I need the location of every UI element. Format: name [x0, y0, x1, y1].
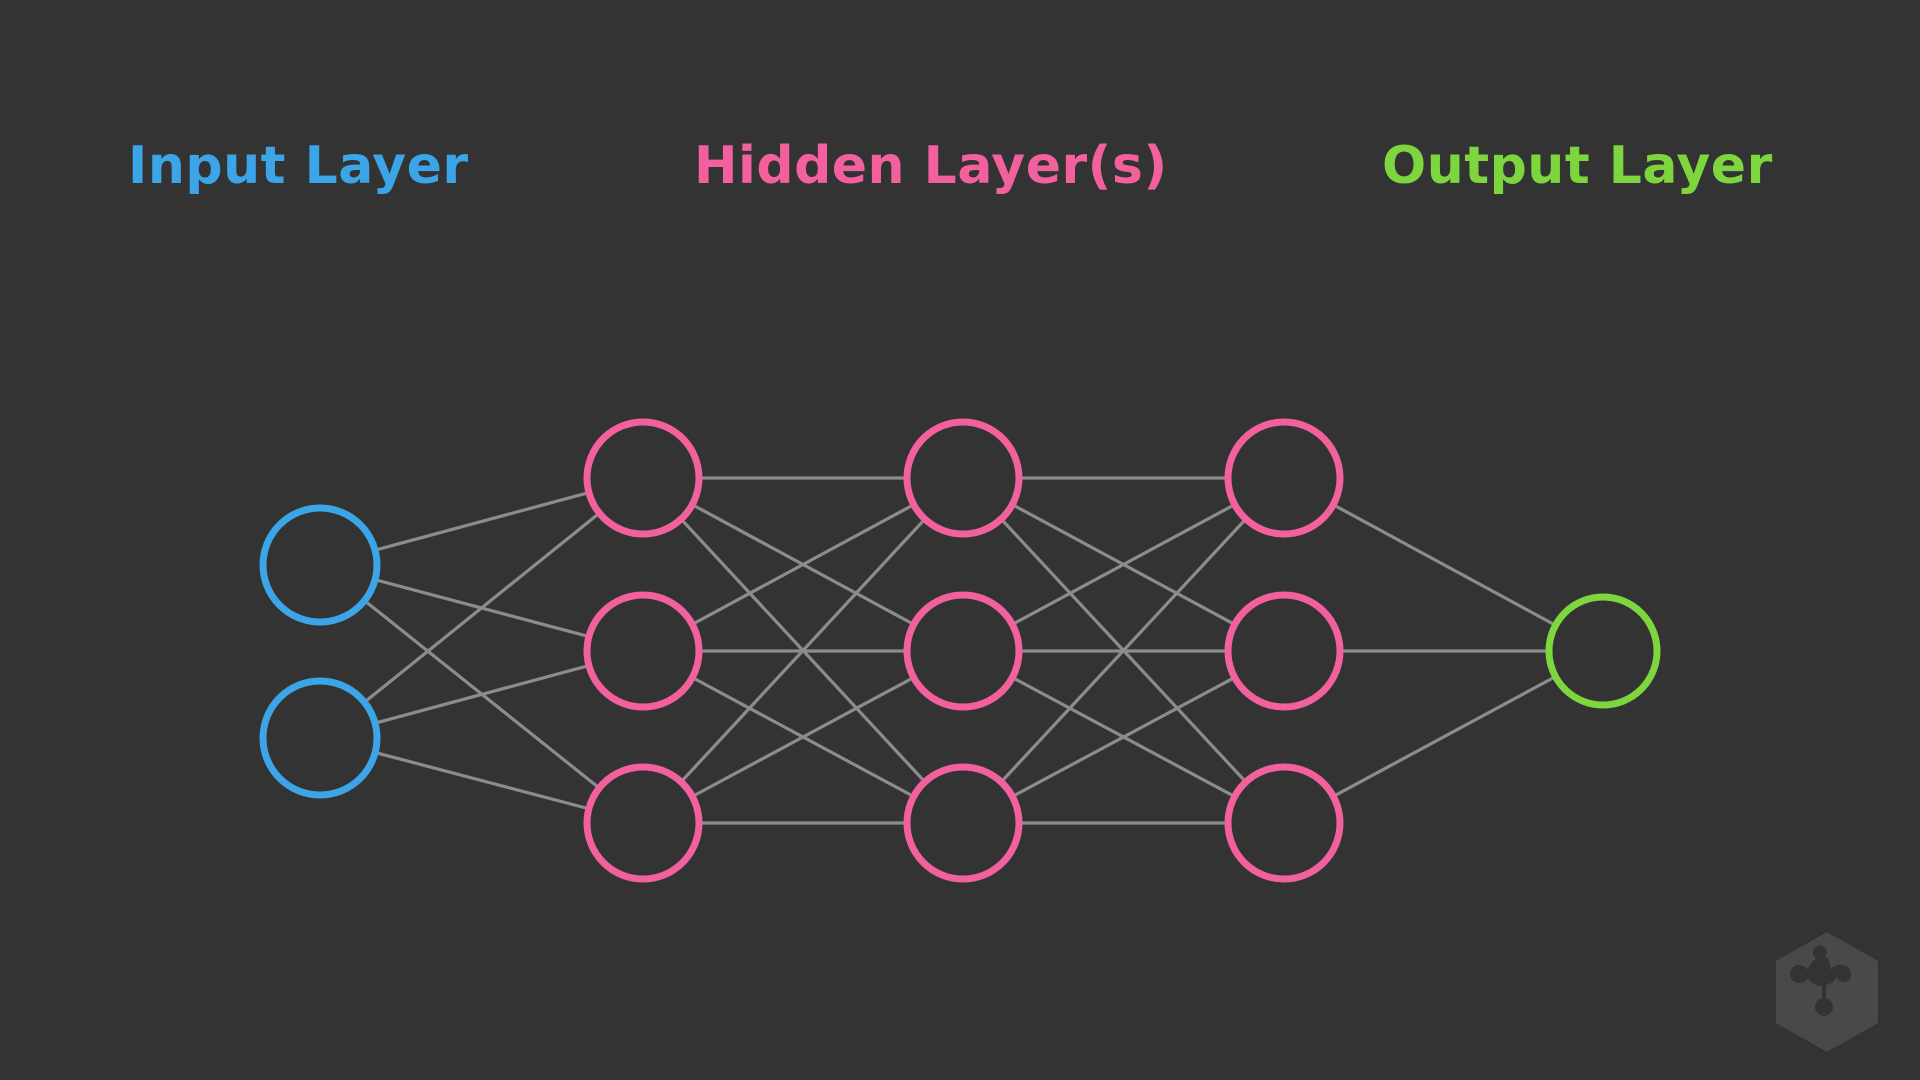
hidden-neuron-node[interactable]: [903, 418, 1023, 538]
connection-edge: [1011, 676, 1236, 798]
connection-edges: [363, 476, 1557, 825]
hidden-neuron-node[interactable]: [903, 591, 1023, 711]
connection-edge: [374, 664, 590, 725]
hidden-neuron-node[interactable]: [583, 418, 703, 538]
hidden-neuron-node[interactable]: [1224, 763, 1344, 883]
connection-edge: [999, 517, 1248, 784]
output-neuron-node[interactable]: [1545, 593, 1661, 709]
hidden-neuron-node[interactable]: [583, 591, 703, 711]
input-neuron-node[interactable]: [259, 677, 381, 799]
treehouse-logo-watermark: [1776, 932, 1878, 1052]
hidden-neuron-node[interactable]: [903, 763, 1023, 883]
connection-edge: [363, 511, 601, 704]
connection-edge: [691, 676, 915, 798]
connection-edge: [679, 517, 927, 784]
hexagon-shape: [1776, 932, 1878, 1052]
neuron-nodes: [259, 418, 1661, 883]
treehouse-splat-glyph: [1790, 945, 1851, 1016]
connection-edge: [1011, 503, 1236, 626]
input-neuron-node[interactable]: [259, 504, 381, 626]
connection-edge: [374, 491, 590, 552]
connection-edge: [1332, 503, 1557, 627]
connection-edge: [1332, 675, 1557, 798]
connection-edge: [691, 503, 915, 626]
hidden-neuron-node[interactable]: [583, 763, 703, 883]
connection-edge: [374, 750, 590, 811]
hidden-neuron-node[interactable]: [1224, 418, 1344, 538]
hidden-neuron-node[interactable]: [1224, 591, 1344, 711]
